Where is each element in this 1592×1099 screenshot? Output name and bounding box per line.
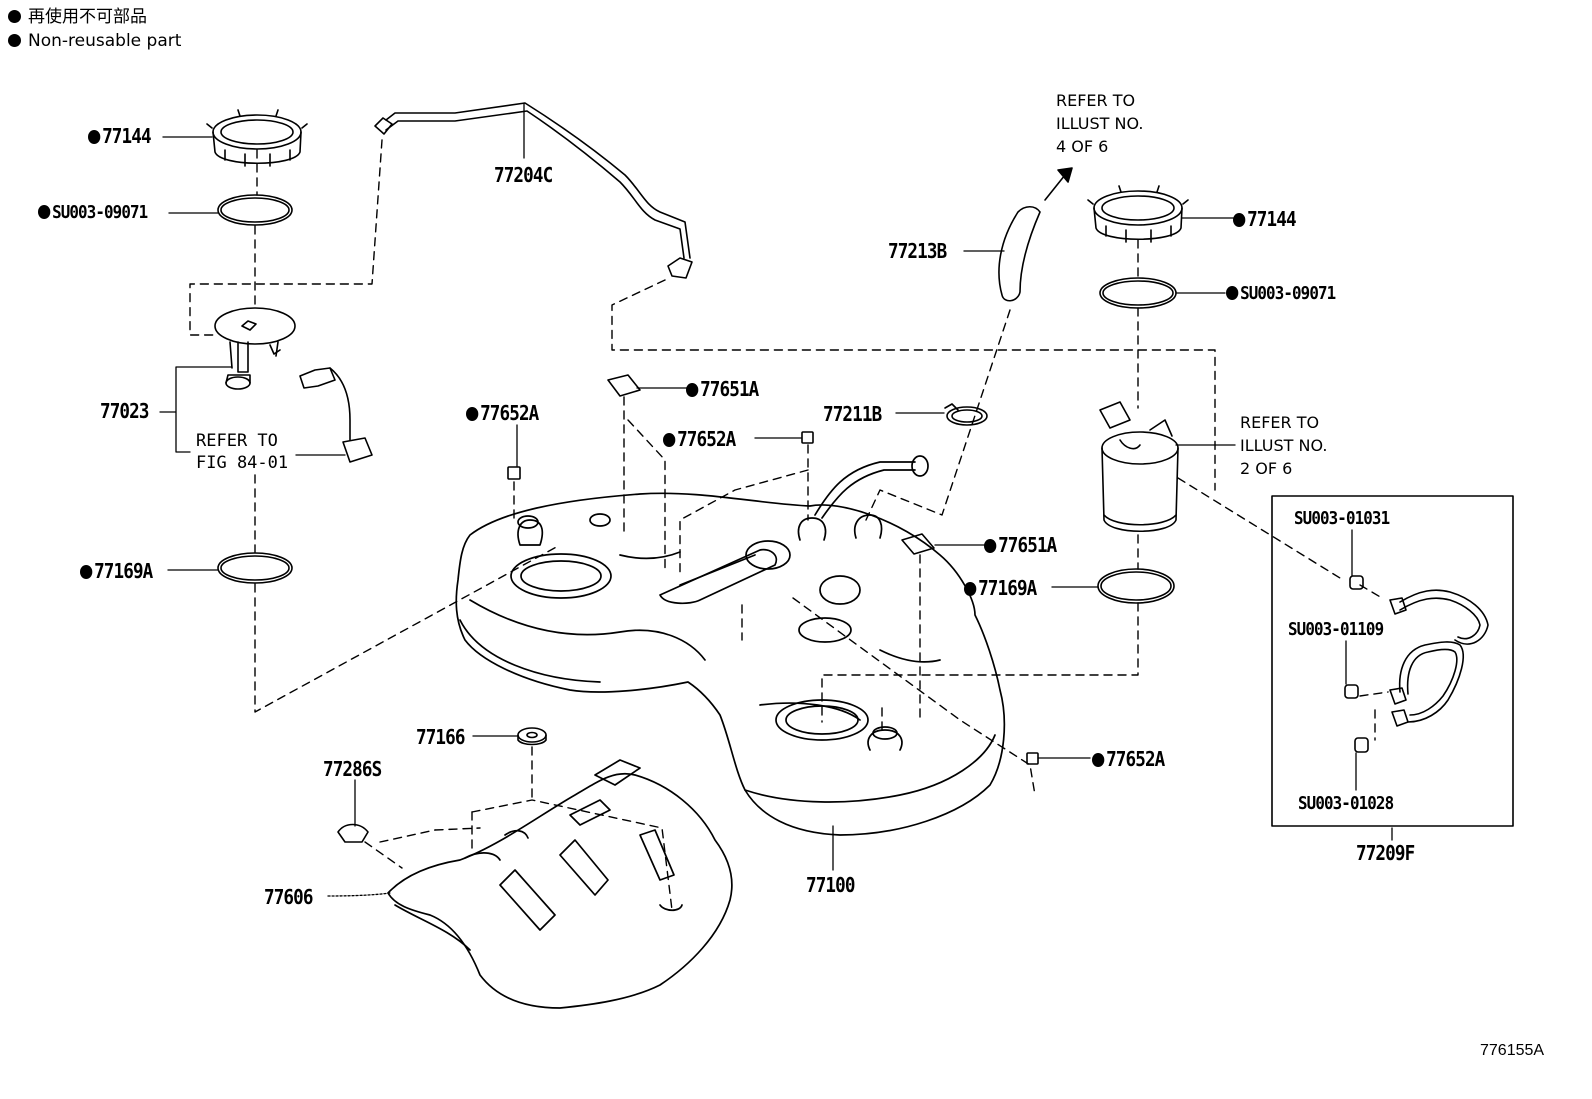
gasket-77169a-right [1097, 568, 1175, 604]
non-reusable-dot-icon [8, 34, 21, 47]
label-77100[interactable]: 77100 [806, 873, 855, 897]
label-77169a-right[interactable]: 77169A [964, 577, 1037, 599]
label-77211b[interactable]: 77211B [823, 402, 882, 426]
fuel-sender-gauge-77023 [214, 307, 373, 463]
retainer-su003-01028 [1354, 737, 1369, 753]
label-77023[interactable]: 77023 [100, 399, 149, 423]
refer-fig-84-01[interactable]: REFER TO FIG 84-01 [196, 431, 289, 473]
label-77651a-right[interactable]: 77651A [984, 534, 1057, 556]
non-reusable-dot-icon [80, 565, 93, 579]
cushion-77651a-upper [607, 374, 641, 397]
non-reusable-dot-icon [1226, 286, 1239, 300]
refer-illust-2-of-6[interactable]: REFER TO ILLUST NO. 2 OF 6 [1240, 413, 1328, 478]
non-reusable-dot-icon [38, 205, 51, 219]
clamp-77211b [944, 403, 988, 426]
fuel-pump-assembly [1099, 401, 1179, 533]
gasket-77169a-right-inner [1100, 571, 1172, 601]
label-77652a-right[interactable]: 77652A [1092, 748, 1165, 770]
assembly-dashed-lines [189, 139, 1389, 911]
label-77652a-left[interactable]: 77652A [466, 402, 539, 424]
label-77209f[interactable]: 77209F [1356, 841, 1415, 865]
gasket-su003-09071-left-inner [220, 197, 290, 223]
label-su003-01028[interactable]: SU003-01028 [1298, 793, 1394, 814]
non-reusable-dot-icon [88, 130, 101, 144]
clip-77286s [337, 823, 369, 843]
tube-set-box-77209f [1271, 495, 1514, 827]
fuel-tank-77100 [455, 455, 1006, 836]
lock-ring-77144-left [206, 109, 308, 167]
non-reusable-dot-icon [8, 10, 21, 23]
cushion-77166 [517, 727, 547, 746]
label-su003-01031[interactable]: SU003-01031 [1294, 508, 1390, 529]
legend-jp: 再使用不可部品 [8, 6, 147, 28]
legend-en: Non-reusable part [8, 30, 181, 52]
label-su003-09071-left[interactable]: SU003-09071 [38, 202, 148, 224]
gasket-su003-09071-left [217, 194, 293, 226]
label-77286s[interactable]: 77286S [323, 757, 382, 781]
non-reusable-dot-icon [984, 539, 997, 553]
fuel-tube-77204c [374, 102, 693, 279]
diagram-code: 776155A [1480, 1042, 1545, 1059]
non-reusable-dot-icon [663, 433, 676, 447]
arrow-refer-illust-4 [1044, 174, 1066, 201]
retainer-su003-01031 [1349, 575, 1364, 590]
gasket-su003-09071-right [1099, 277, 1177, 309]
label-77651a-upper[interactable]: 77651A [686, 378, 759, 400]
grommet-77652a-center [801, 431, 814, 444]
non-reusable-dot-icon [964, 582, 977, 596]
retainer-su003-01109 [1344, 684, 1359, 699]
label-77213b[interactable]: 77213B [888, 239, 947, 263]
lock-ring-77144-right [1087, 185, 1189, 243]
label-77652a-center[interactable]: 77652A [663, 428, 736, 450]
non-reusable-dot-icon [1092, 753, 1105, 767]
label-77144-left[interactable]: 77144 [88, 125, 152, 147]
fuel-tubes-77209f [1389, 589, 1489, 727]
arrow-head-refer-illust-4 [1057, 167, 1073, 183]
label-77606[interactable]: 77606 [264, 885, 313, 909]
non-reusable-dot-icon [686, 383, 699, 397]
label-77204c[interactable]: 77204C [494, 163, 553, 187]
label-su003-01109[interactable]: SU003-01109 [1288, 619, 1384, 640]
legend-en-text: Non-reusable part [28, 31, 182, 51]
non-reusable-dot-icon [466, 407, 479, 421]
hose-77213b [998, 205, 1041, 302]
heat-insulator-77606 [387, 759, 733, 1009]
refer-illust-4-of-6[interactable]: REFER TO ILLUST NO. 4 OF 6 [1056, 91, 1144, 156]
grommet-77652a-left [507, 466, 521, 480]
label-77169a-left[interactable]: 77169A [80, 560, 153, 582]
non-reusable-dot-icon [1233, 213, 1246, 227]
leader-lines [159, 102, 1393, 897]
cushion-77651a-right [901, 533, 935, 555]
label-77166[interactable]: 77166 [416, 725, 465, 749]
gasket-77169a-left [217, 552, 293, 584]
label-su003-09071-right[interactable]: SU003-09071 [1226, 283, 1336, 305]
gasket-su003-09071-right-inner [1102, 280, 1174, 306]
label-77144-right[interactable]: 77144 [1233, 208, 1297, 230]
legend-jp-text: 再使用不可部品 [28, 7, 147, 27]
gasket-77169a-left-inner [220, 555, 290, 581]
grommet-77652a-right [1026, 752, 1039, 765]
